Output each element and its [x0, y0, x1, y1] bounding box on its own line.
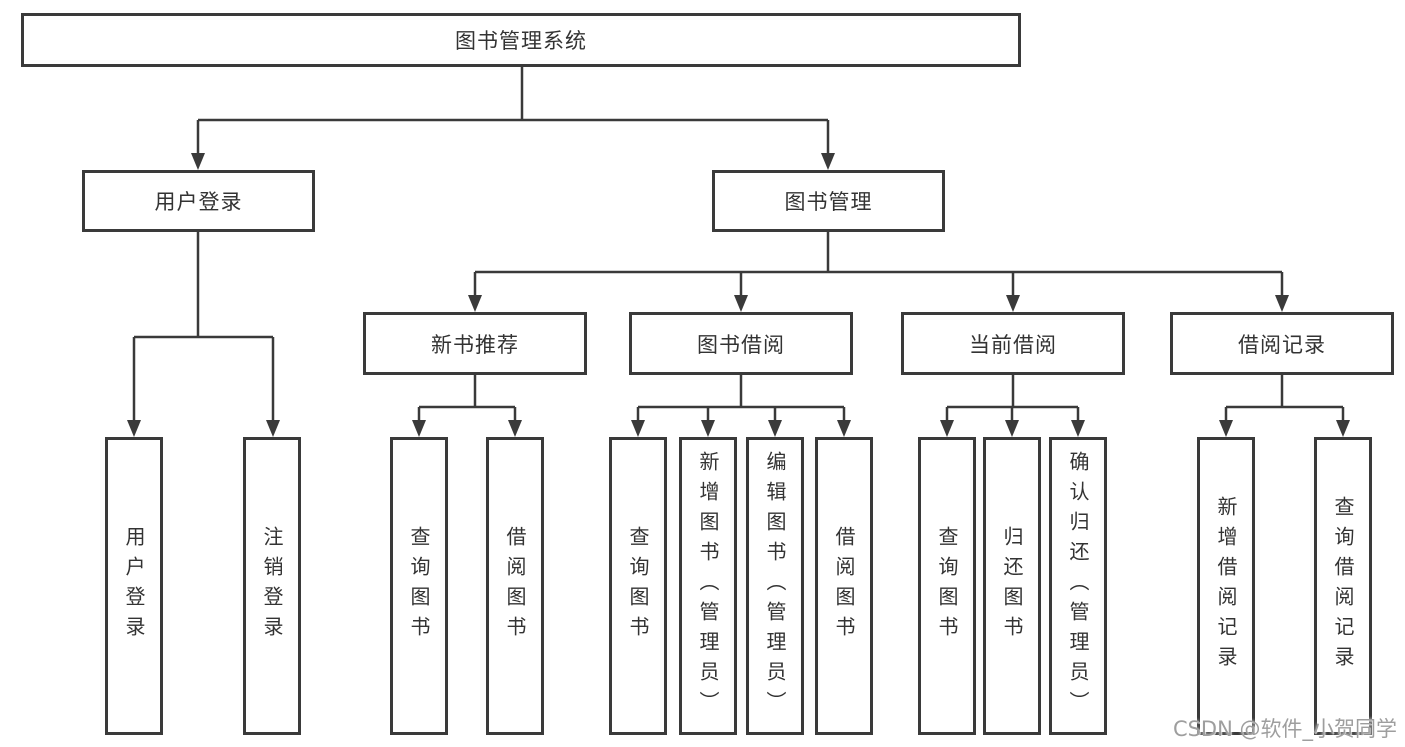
leaf-bb-borrow-book: 借阅图书 — [815, 437, 873, 735]
leaf-bb-query-book: 查询图书 — [609, 437, 667, 735]
node-new-book-recommend: 新书推荐 — [363, 312, 587, 375]
connector-book-mgmt-to-level3 — [473, 232, 1284, 296]
leaf-nbr-query-book: 查询图书 — [390, 437, 448, 735]
connector-leaf-drops — [417, 407, 1345, 421]
leaf-bb-edit-book-admin: 编辑图书（管理员） — [746, 437, 804, 735]
node-user-login: 用户登录 — [82, 170, 315, 232]
connector-user-login-to-leaves — [132, 232, 275, 421]
leaf-cb-return-book: 归还图书 — [983, 437, 1041, 735]
node-borrowing-records: 借阅记录 — [1170, 312, 1394, 375]
node-current-borrowing: 当前借阅 — [901, 312, 1125, 375]
leaf-nbr-borrow-book: 借阅图书 — [486, 437, 544, 735]
leaf-cb-query-book: 查询图书 — [918, 437, 976, 735]
leaf-user-login: 用户登录 — [105, 437, 163, 735]
leaf-br-query-borrow-record: 查询借阅记录 — [1314, 437, 1372, 735]
connector-root-to-level2 — [196, 67, 830, 154]
connector-strokes — [132, 67, 1345, 421]
node-library-management-system: 图书管理系统 — [21, 13, 1021, 67]
arrowheads — [127, 153, 1350, 437]
node-book-management: 图书管理 — [712, 170, 945, 232]
connector-level3-stems — [473, 375, 1284, 407]
csdn-watermark: CSDN @软件_小贺同学 — [1172, 717, 1397, 741]
leaf-bb-add-book-admin: 新增图书（管理员） — [679, 437, 737, 735]
leaf-br-add-borrow-record: 新增借阅记录 — [1197, 437, 1255, 735]
leaf-logout: 注销登录 — [243, 437, 301, 735]
leaf-cb-confirm-return-admin: 确认归还（管理员） — [1049, 437, 1107, 735]
node-book-borrowing: 图书借阅 — [629, 312, 853, 375]
